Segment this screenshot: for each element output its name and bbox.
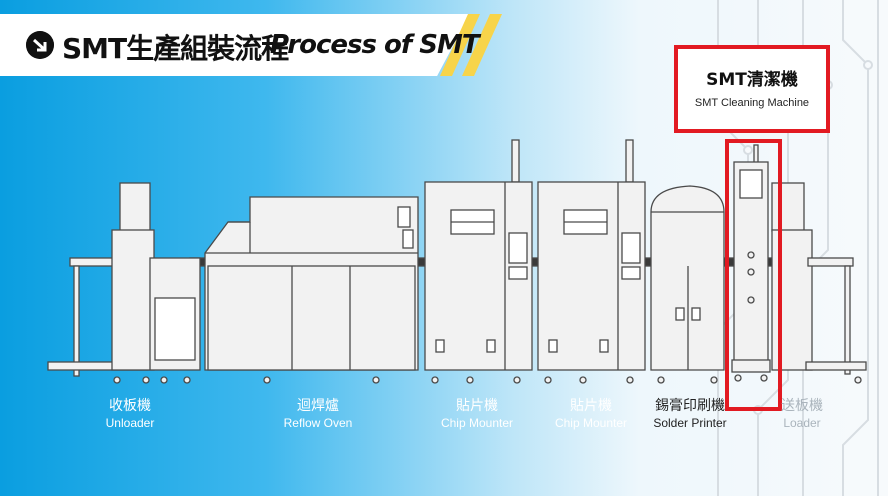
label-chinese: 錫膏印刷機 — [655, 398, 725, 414]
cleaning-machine-highlight-frame — [725, 139, 782, 411]
machine-label: 送板機 Loader — [757, 397, 847, 432]
banner-background — [0, 14, 470, 76]
label-english: Reflow Oven — [283, 416, 353, 430]
arrow-right-icon — [26, 31, 54, 59]
title-english: Process of SMT — [270, 30, 480, 60]
label-english: Loader — [783, 416, 821, 430]
machine-label: 收板機 Unloader — [70, 397, 190, 432]
machine-label: 貼片機 Chip Mounter — [417, 397, 537, 432]
machine-label: 迴焊爐 Reflow Oven — [258, 397, 378, 432]
loader-machine — [771, 182, 867, 384]
chip-mounter-machine-1 — [424, 139, 533, 384]
callout-title: SMT清潔機 — [706, 70, 798, 90]
label-chinese: 收板機 — [109, 398, 151, 414]
label-english: Unloader — [105, 416, 155, 430]
label-chinese: 送板機 — [781, 398, 823, 414]
callout-subtitle: SMT Cleaning Machine — [694, 97, 810, 109]
title-chinese: SMT生產組裝流程 — [62, 32, 289, 65]
cleaning-machine-callout: SMT清潔機 SMT Cleaning Machine — [674, 45, 830, 133]
machine-label: 貼片機 Chip Mounter — [531, 397, 651, 432]
reflow-oven-machine — [204, 196, 419, 384]
label-english: Chip Mounter — [554, 416, 628, 430]
label-chinese: 貼片機 — [456, 398, 498, 414]
label-english: Chip Mounter — [440, 416, 514, 430]
unloader-machine — [47, 182, 201, 384]
cleaning-machine — [731, 144, 771, 382]
machine-label: 錫膏印刷機 Solder Printer — [630, 397, 750, 432]
label-chinese: 迴焊爐 — [297, 398, 339, 414]
chip-mounter-machine-2 — [537, 139, 646, 384]
solder-printer-machine — [650, 185, 725, 384]
label-chinese: 貼片機 — [570, 398, 612, 414]
label-english: Solder Printer — [653, 416, 727, 430]
title-banner: SMT生產組裝流程 Process of SMT — [0, 14, 502, 76]
